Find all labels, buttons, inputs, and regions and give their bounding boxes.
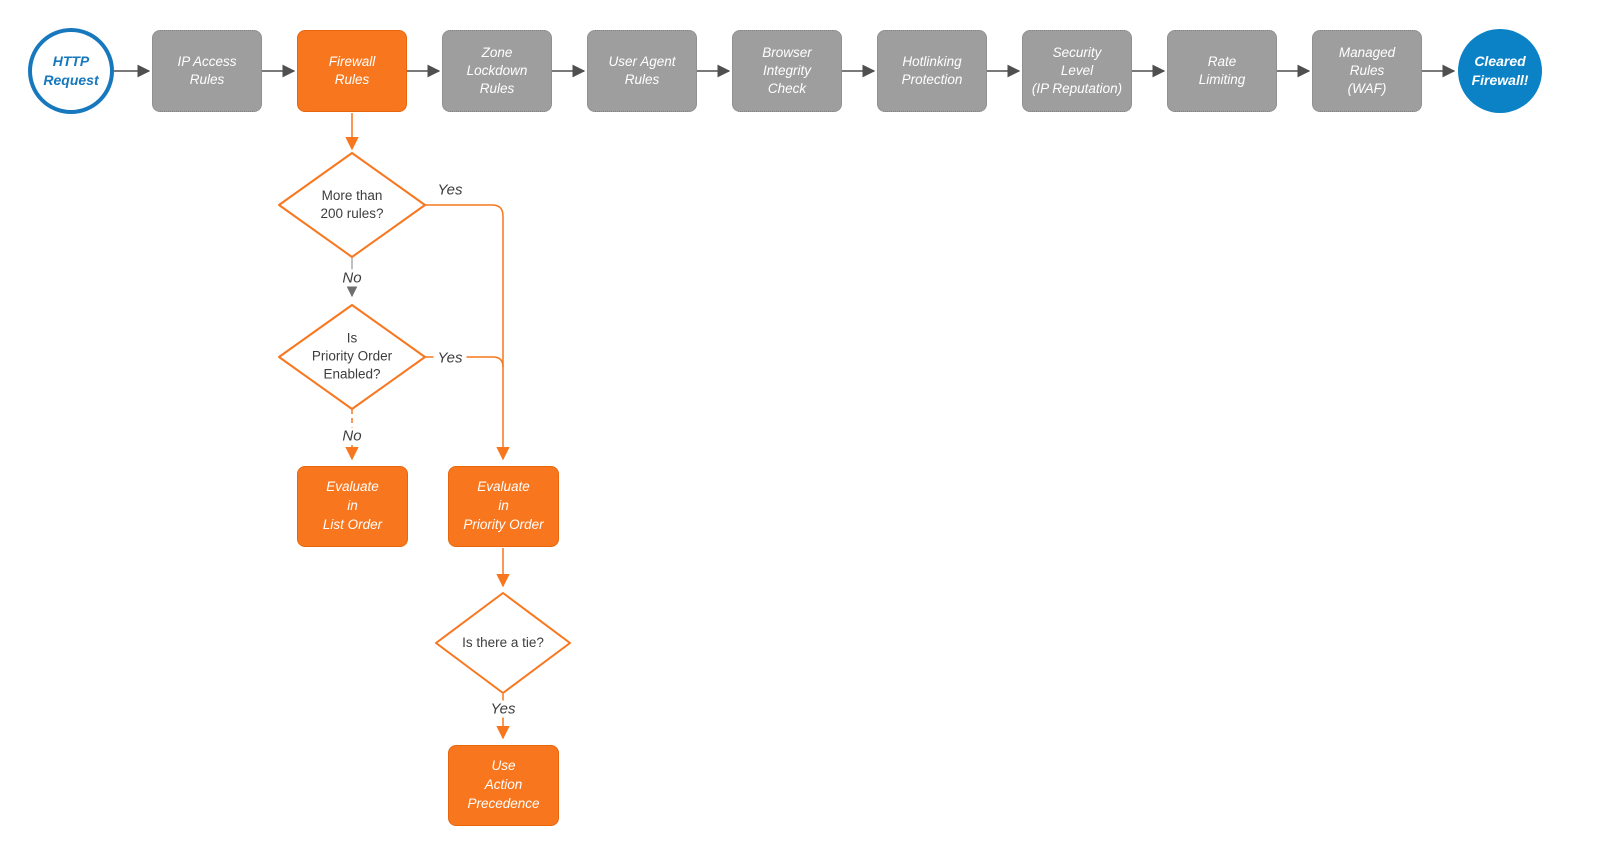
step-hotlinking-protection: Hotlinking Protection: [877, 30, 987, 112]
end-node-cleared-firewall: Cleared Firewall!: [1458, 29, 1542, 113]
action-label: Evaluate in Priority Order: [463, 479, 544, 532]
start-node-label: HTTP Request: [43, 53, 99, 88]
decision-diamonds: [278, 152, 571, 694]
decision-is-there-a-tie: Is there a tie?: [462, 634, 544, 650]
action-evaluate-in-priority-order: Evaluate in Priority Order: [448, 466, 559, 547]
step-label: Rate Limiting: [1198, 53, 1246, 87]
edge-label-no-1: No: [338, 269, 366, 287]
subflow-connectors: [345, 113, 510, 740]
edge-label-no-2: No: [338, 427, 366, 445]
step-label: Managed Rules (WAF): [1338, 44, 1396, 97]
step-label: Zone Lockdown Rules: [466, 44, 528, 97]
action-evaluate-in-list-order: Evaluate in List Order: [297, 466, 408, 547]
step-label: IP Access Rules: [177, 53, 237, 87]
action-use-action-precedence: Use Action Precedence: [448, 745, 559, 826]
step-firewall-rules: Firewall Rules: [297, 30, 407, 112]
end-node-label: Cleared Firewall!: [1471, 53, 1529, 88]
edge-label-yes-3: Yes: [486, 700, 520, 718]
step-label: Firewall Rules: [328, 53, 376, 87]
edge-label-yes-1: Yes: [433, 181, 467, 199]
step-user-agent-rules: User Agent Rules: [587, 30, 697, 112]
decision-2-shape: [278, 304, 426, 410]
action-label: Use Action Precedence: [467, 758, 540, 811]
decision-3-shape: [435, 592, 571, 694]
step-browser-integrity-check: Browser Integrity Check: [732, 30, 842, 112]
step-rate-limiting: Rate Limiting: [1167, 30, 1277, 112]
edge-label-yes-2: Yes: [433, 349, 467, 367]
step-security-level: Security Level (IP Reputation): [1022, 30, 1132, 112]
step-ip-access-rules: IP Access Rules: [152, 30, 262, 112]
decision-more-than-200-rules: More than 200 rules?: [320, 187, 384, 221]
step-label: Hotlinking Protection: [901, 53, 963, 87]
action-label: Evaluate in List Order: [322, 479, 383, 532]
step-label: User Agent Rules: [608, 53, 676, 87]
decision-priority-order-enabled: Is Priority Order Enabled?: [311, 330, 393, 383]
step-label: Browser Integrity Check: [762, 44, 812, 97]
step-zone-lockdown-rules: Zone Lockdown Rules: [442, 30, 552, 112]
decision-1-shape: [278, 152, 426, 258]
start-node-http-request: HTTP Request: [28, 28, 114, 114]
step-managed-rules-waf: Managed Rules (WAF): [1312, 30, 1422, 112]
step-label: Security Level (IP Reputation): [1031, 44, 1123, 97]
